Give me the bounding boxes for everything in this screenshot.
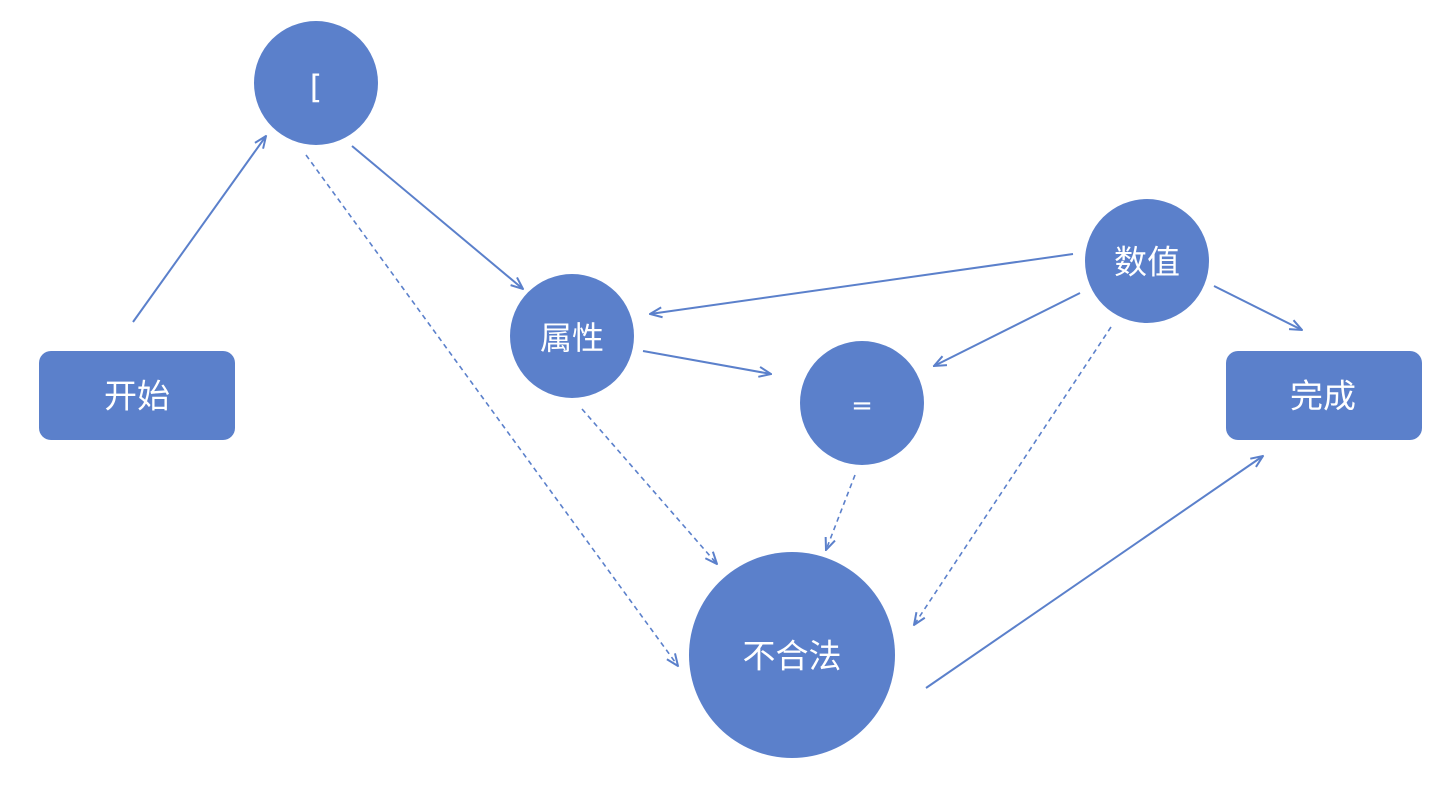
node-start-label: 开始 [104,377,170,416]
edge-value-to-attribute [650,253,1074,314]
node-equals-label: = [851,391,873,421]
node-equals-shape [800,341,924,465]
node-bracket-label: [ [310,68,322,106]
node-invalid-shape [689,552,895,758]
node-value: 数值 [1085,199,1209,323]
node-attribute-label: 属性 [540,319,604,357]
node-start-shape [39,351,235,440]
node-attribute: 属性 [510,274,634,398]
node-invalid: 不合法 [689,552,895,758]
edge-attribute-to-equals [642,350,771,374]
edge-invalid-to-finish [925,456,1263,689]
node-bracket: [ [254,21,378,145]
node-invalid-label: 不合法 [743,637,842,676]
edge-bracket-to-attribute [351,145,523,289]
edge-value-to-finish [1213,285,1302,330]
node-value-shape [1085,199,1209,323]
node-value-label: 数值 [1114,243,1180,282]
node-start: 开始 [39,351,235,440]
node-attribute-shape [510,274,634,398]
edges [132,136,1302,689]
edge-value-to-equals [934,292,1081,366]
node-equals: = [800,341,924,465]
edge-bracket-to-invalid [305,154,678,666]
edge-value-to-invalid [914,326,1112,625]
node-finish-label: 完成 [1290,377,1356,416]
edge-attribute-to-invalid [581,408,717,564]
node-bracket-shape [254,21,378,145]
edge-start-to-bracket [132,136,266,323]
node-finish: 完成 [1226,351,1422,440]
edge-equals-to-invalid [826,474,856,550]
node-finish-shape [1226,351,1422,440]
